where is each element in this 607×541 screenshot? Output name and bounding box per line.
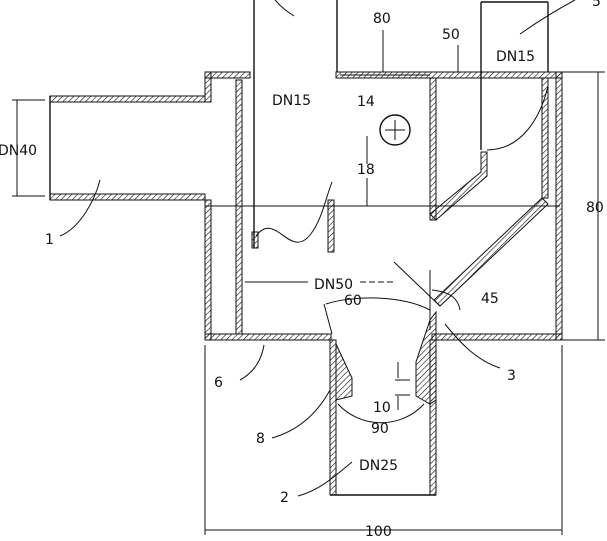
label-dim-60: 60 — [344, 293, 362, 309]
label-part-3: 3 — [507, 368, 516, 384]
label-part-1: 1 — [45, 232, 54, 248]
label-dn40: DN40 — [0, 143, 37, 159]
label-dim-80-right: 80 — [586, 200, 604, 216]
label-dn15-right: DN15 — [496, 49, 535, 65]
label-dim-90: 90 — [371, 421, 389, 437]
angle-arcs — [323, 261, 461, 424]
label-dim-45: 45 — [481, 291, 499, 307]
dimension-lines — [12, 30, 605, 535]
right-dn15-pipe — [429, 1, 549, 221]
label-dim-18: 18 — [357, 162, 375, 178]
label-dn50: DN50 — [314, 277, 353, 293]
leader-lines — [59, 0, 576, 497]
label-dn15-left: DN15 — [272, 93, 311, 109]
label-dim-10: 10 — [373, 400, 391, 416]
label-dim-80-top: 80 — [373, 11, 391, 27]
label-part-5: 5 — [592, 0, 601, 10]
inlet-pipe — [49, 95, 206, 201]
label-part-8: 8 — [256, 431, 265, 447]
center-lines — [205, 74, 560, 283]
target-symbol — [379, 114, 411, 146]
left-dn15-pipe — [251, 0, 338, 253]
label-dim-14: 14 — [357, 94, 375, 110]
outlet-pipe — [329, 310, 437, 496]
label-part-2: 2 — [280, 490, 289, 506]
label-dim-50: 50 — [442, 27, 460, 43]
label-dn25: DN25 — [359, 458, 398, 474]
label-dim-100: 100 — [365, 524, 392, 540]
diagonal-baffle — [433, 197, 549, 307]
label-part-6: 6 — [214, 375, 223, 391]
